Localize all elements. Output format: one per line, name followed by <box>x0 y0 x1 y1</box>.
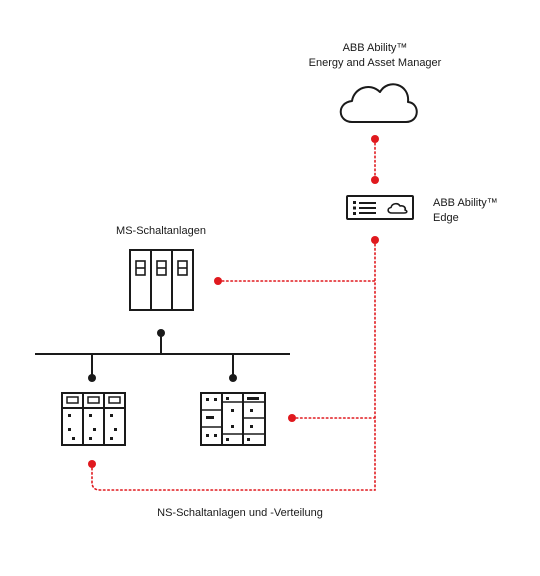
cloud-connection-dot <box>371 135 379 143</box>
edge-bottom-dot <box>371 236 379 244</box>
ns-switchgear-icon <box>61 392 126 446</box>
ns-switchgear-label: NS-Schaltanlagen und -Verteilung <box>157 507 323 519</box>
edge-top-dot <box>371 176 379 184</box>
edge-label-line1: ABB Ability™ <box>433 197 498 209</box>
cloud-icon <box>339 83 418 123</box>
distribution-connection-dot <box>288 414 296 422</box>
ns-connection-dot <box>88 460 96 468</box>
ms-connection-dot <box>214 277 222 285</box>
ns-distribution-icon <box>200 392 266 446</box>
ms-switchgear-icon <box>129 249 194 311</box>
ns-link-line <box>91 463 376 491</box>
edge-label: ABB Ability™ Edge <box>433 196 498 226</box>
busbar <box>35 333 290 378</box>
ms-switchgear-label: MS-Schaltanlagen <box>116 225 206 237</box>
connection-dots <box>88 135 379 468</box>
edge-device-icon <box>346 195 414 220</box>
cloud-label-line2: Energy and Asset Manager <box>308 57 442 69</box>
connection-lines <box>91 138 376 491</box>
cloud-label-line1: ABB Ability™ <box>342 42 408 54</box>
busbar-nodes <box>88 329 237 382</box>
cloud-label: ABB Ability™ Energy and Asset Manager <box>275 41 475 71</box>
edge-label-line2: Edge <box>433 212 459 224</box>
